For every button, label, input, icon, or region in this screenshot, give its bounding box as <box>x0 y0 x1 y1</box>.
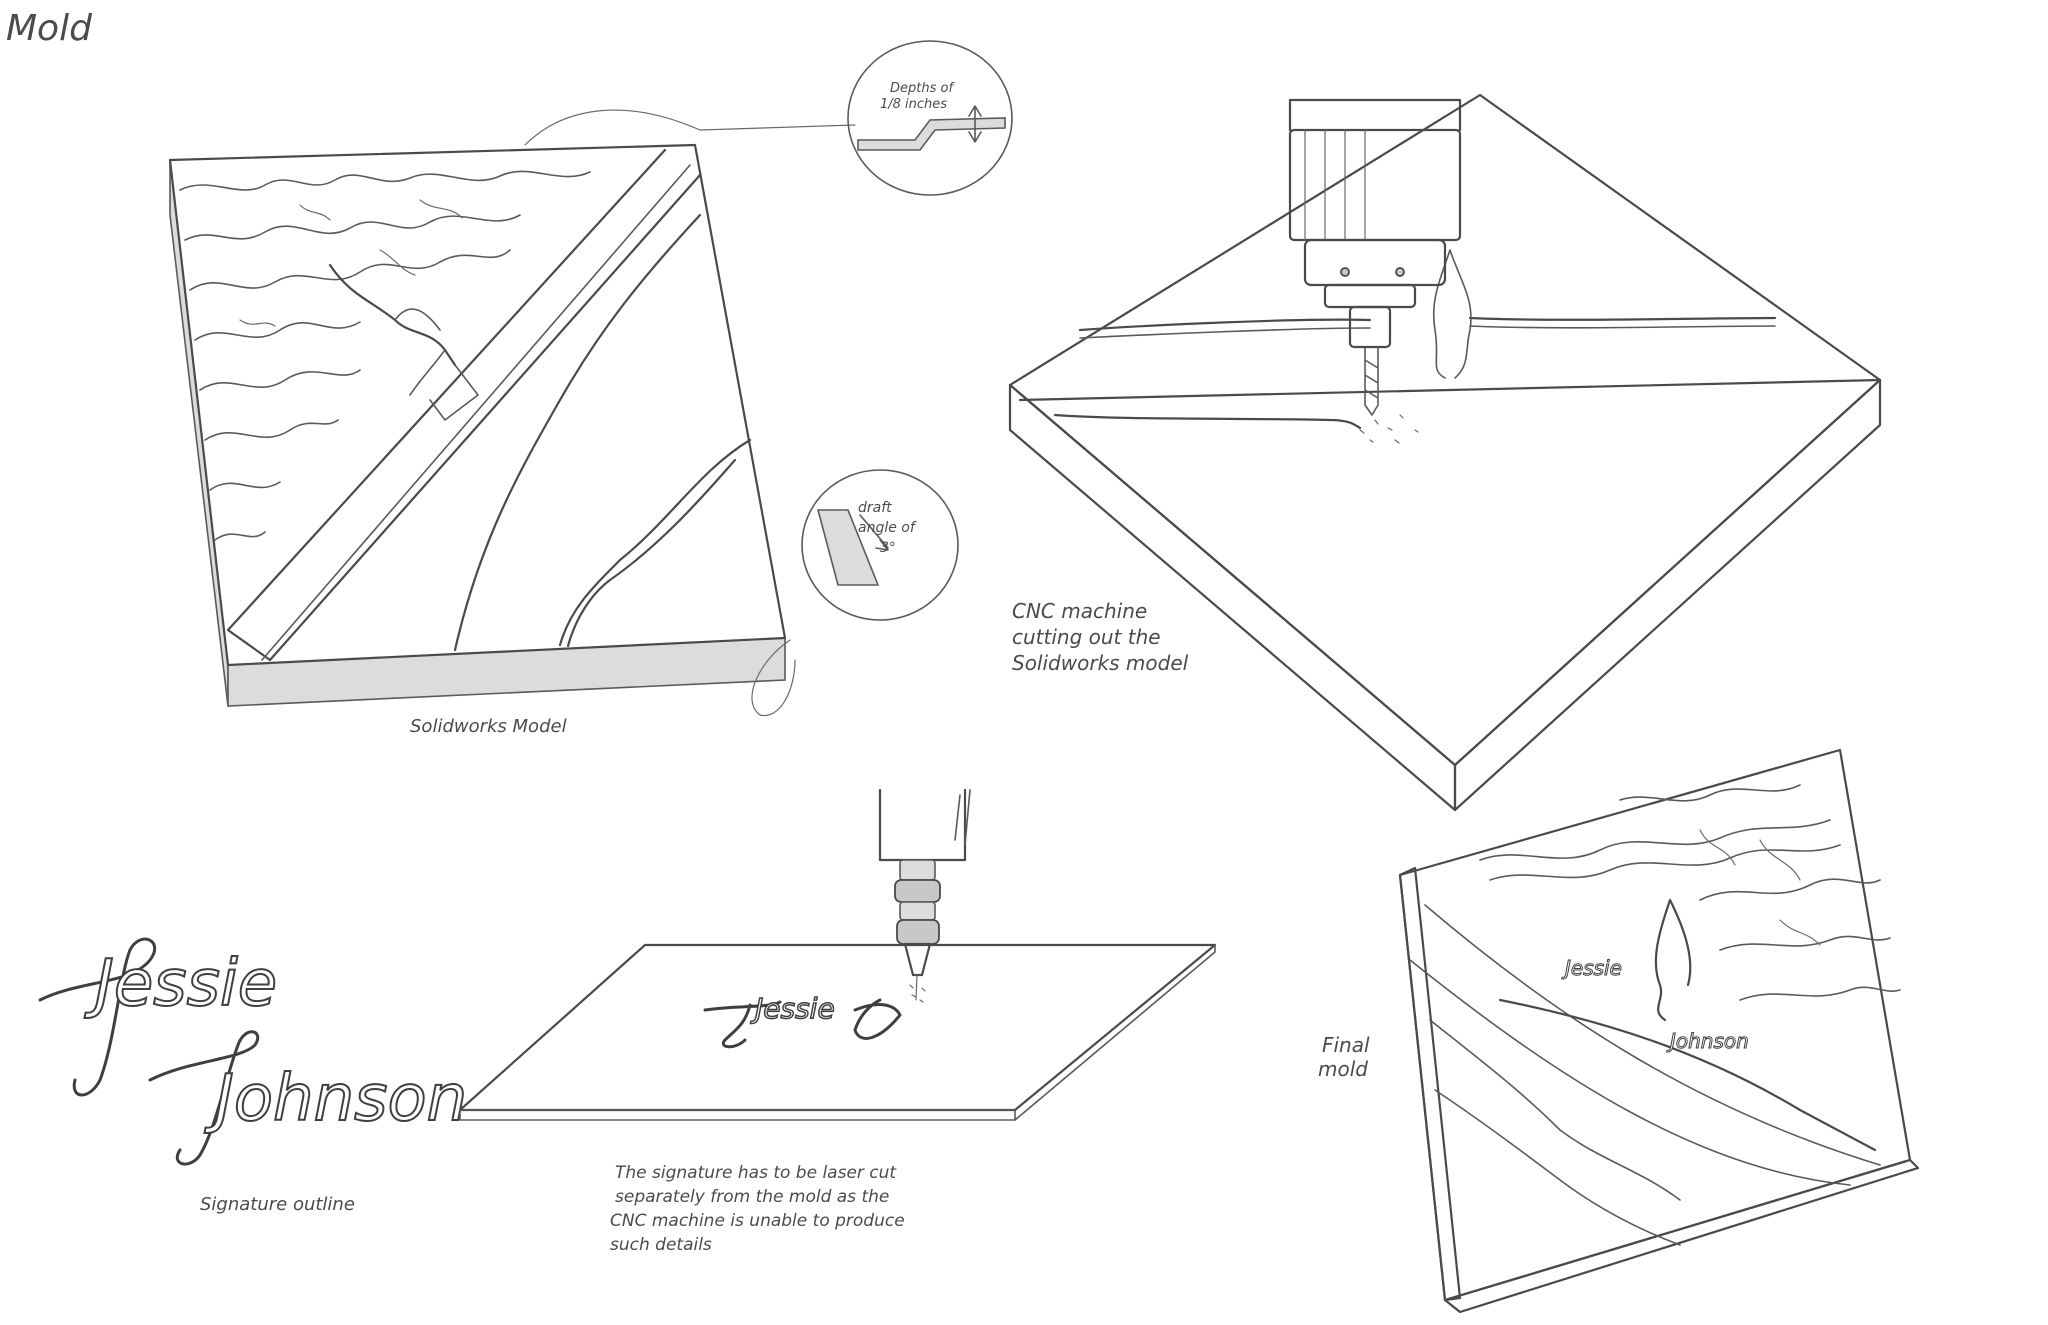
laser-note-4: such details <box>610 1235 712 1255</box>
signature-outline-caption: Signature outline <box>200 1194 355 1215</box>
draft-callout-text-2: angle of <box>858 520 917 536</box>
cnc-spindle-nut <box>1348 305 1392 349</box>
depth-callout-text-2: 1/8 inches <box>880 97 947 112</box>
cnc-spindle-collar <box>1303 238 1447 287</box>
model-wave-1 <box>453 213 702 652</box>
model-channel-edge <box>261 164 691 661</box>
cnc-spindle-shading <box>1304 129 1366 241</box>
draft-callout: draft angle of 3° <box>751 469 959 717</box>
final-mold-side-left <box>1398 866 1462 1302</box>
cnc-drill-bit <box>1364 346 1379 416</box>
laser-plate-edge <box>459 1109 1016 1121</box>
laser-head <box>878 788 971 1003</box>
plate-signature-tail <box>853 998 902 1040</box>
cnc-spindle-bolt-1 <box>1340 267 1350 277</box>
cnc-cut-line-back-2 <box>1079 325 1776 339</box>
draft-callout-bubble <box>801 469 959 621</box>
laser-plate-drawing: Jessie <box>458 788 1217 1121</box>
laser-note-1: The signature has to be laser cut <box>615 1163 897 1183</box>
final-mold-terrain <box>1479 784 1901 1022</box>
laser-plate-side <box>1014 944 1216 1121</box>
draft-callout-leader <box>751 639 796 717</box>
draft-callout-text-1: draft <box>858 500 892 516</box>
model-channel <box>226 148 702 662</box>
cnc-block-right-face <box>1453 378 1882 812</box>
cnc-caption-1: CNC machine <box>1012 599 1147 623</box>
final-mold-drawing: Jessie Johnson <box>1398 748 1920 1314</box>
cnc-caption-3: Solidworks model <box>1012 651 1189 675</box>
cnc-spindle-chuck <box>1323 283 1417 309</box>
final-mold-caption-1: Final <box>1322 1033 1370 1057</box>
final-mold-channel <box>1424 904 1881 1166</box>
draft-arrow <box>859 514 889 551</box>
final-mold-wave-2 <box>1434 1089 1681 1246</box>
draft-callout-text-3: 3° <box>880 540 896 556</box>
depth-profile <box>857 117 1006 151</box>
cnc-gantry <box>1288 98 1462 132</box>
final-mold-signature-2: Johnson <box>1666 1029 1749 1053</box>
depth-callout-text-1: Depths of <box>890 81 955 96</box>
final-mold-side-right <box>1443 1158 1920 1314</box>
final-mold-wave-1 <box>1429 1019 1681 1201</box>
signature-j-stroke <box>38 937 157 1097</box>
laser-note-3: CNC machine is unable to produce <box>610 1211 905 1231</box>
depth-callout-leader <box>524 109 856 146</box>
final-mold-top <box>1398 748 1912 1302</box>
plate-signature-j <box>703 1000 782 1049</box>
model-wave-3 <box>566 458 737 648</box>
model-terrain <box>179 170 591 541</box>
cnc-spindle-bolt-2 <box>1395 267 1405 277</box>
final-mold-channel-2 <box>1409 959 1851 1186</box>
cnc-block-left-face <box>1008 383 1457 812</box>
model-top-face <box>168 143 787 667</box>
laser-plate-top <box>458 943 1217 1112</box>
cnc-cut-groove <box>1053 413 1362 430</box>
final-mold-signature-1: Jessie <box>1561 956 1622 980</box>
cnc-chips <box>1359 414 1419 444</box>
cnc-cut-line-back <box>1078 316 1777 332</box>
cnc-caption-2: cutting out the <box>1012 625 1161 649</box>
depth-callout-bubble <box>847 40 1013 196</box>
model-bottom-face <box>227 637 786 707</box>
depth-callout: Depths of 1/8 inches <box>524 40 1013 196</box>
cnc-block-drawing <box>1008 93 1882 812</box>
final-mold-caption-2: mold <box>1318 1057 1368 1081</box>
signature-line-2: Johnson <box>204 1062 467 1136</box>
depth-arrow <box>968 105 982 143</box>
cnc-tree-cut <box>1432 249 1472 379</box>
draft-profile <box>816 509 880 586</box>
cnc-spindle-housing <box>1288 128 1462 242</box>
laser-note-2: separately from the mold as the <box>615 1187 889 1207</box>
page-title: Mold <box>6 8 93 49</box>
solidworks-model-drawing <box>168 143 787 707</box>
plate-signature-text: Jessie <box>750 992 835 1025</box>
solidworks-model-caption: Solidworks Model <box>410 716 567 737</box>
model-wave-2 <box>558 438 752 647</box>
signature-j2-stroke <box>148 1030 260 1166</box>
final-mold-divider <box>1498 998 1877 1152</box>
signature-outline-drawing: Jessie Johnson <box>38 937 468 1166</box>
signature-line-1: Jessie <box>84 947 277 1021</box>
cnc-cut-line-front <box>1018 378 1882 402</box>
